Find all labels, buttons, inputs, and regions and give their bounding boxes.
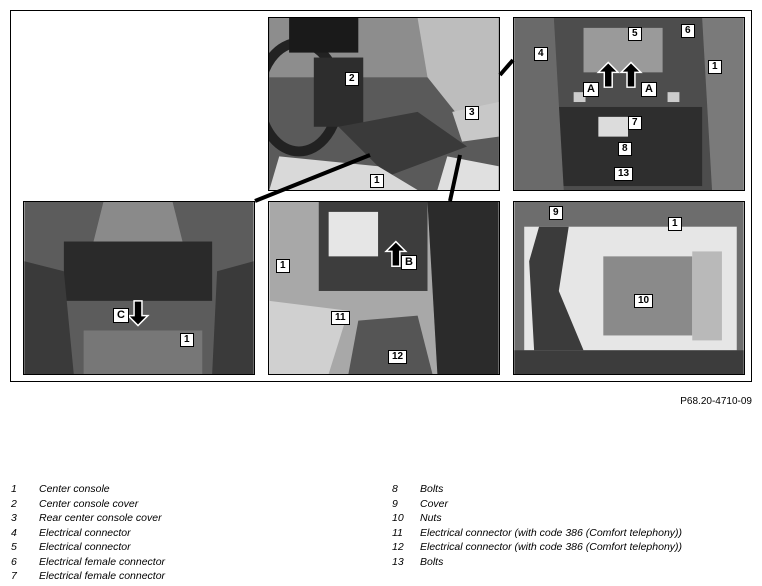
- legend-row: 3 Rear center console cover: [11, 511, 165, 526]
- legend-text: Center console: [39, 483, 110, 495]
- photo-cover-nuts: [513, 201, 745, 375]
- callout-12: 12: [388, 350, 408, 364]
- legend-num: 6: [11, 555, 17, 568]
- callout-3: 3: [465, 106, 479, 120]
- console-open-drawing: [24, 202, 254, 374]
- callout-13: 13: [614, 167, 634, 181]
- legend-num: 12: [392, 541, 404, 553]
- legend-text: Cover: [420, 497, 449, 510]
- legend-text: Bolts: [420, 483, 444, 495]
- legend-row: 13 Bolts: [392, 555, 682, 570]
- legend-row: 2 Center console cover: [11, 497, 165, 512]
- callout-1c: 1: [180, 333, 194, 347]
- legend-row: 1 Center console: [11, 482, 165, 497]
- legend-num: 13: [392, 555, 404, 568]
- callout-1b: 1: [708, 60, 722, 74]
- callout-4: 4: [534, 47, 548, 61]
- legend-num: 10: [392, 512, 404, 524]
- rear-connector-drawing: [269, 202, 499, 374]
- legend-num: 9: [392, 497, 398, 510]
- interior-overview-drawing: [269, 18, 499, 190]
- legend-row: 12 Electrical connector (with code 386 (C…: [392, 540, 682, 555]
- callout-6: 6: [681, 24, 695, 38]
- legend-row: 5 Electrical connector: [11, 540, 165, 555]
- label-c: C: [113, 308, 129, 323]
- photo-console-open: [23, 201, 255, 375]
- legend-text: Rear center console cover: [39, 512, 162, 524]
- cover-nuts-drawing: [514, 202, 744, 374]
- legend-row: 7 Electrical female connector: [11, 569, 165, 584]
- legend-num: 8: [392, 483, 398, 495]
- legend-row: 8 Bolts: [392, 482, 682, 497]
- callout-5: 5: [628, 27, 642, 41]
- legend-text: Electrical connector (with code 386 (Com…: [420, 526, 683, 539]
- callout-8: 8: [618, 142, 632, 156]
- figure-reference: P68.20-4710-09: [680, 396, 752, 407]
- label-a-right: A: [641, 82, 657, 97]
- legend-left: 1 Center console 2 Center console cover 3 R…: [11, 482, 165, 584]
- legend-row: 11 Electrical connector (with code 386 (C…: [392, 526, 682, 541]
- legend-text: Electrical female connector: [39, 570, 166, 582]
- legend-text: Nuts: [420, 512, 442, 524]
- legend-num: 2: [11, 497, 17, 510]
- legend-row: 9 Cover: [392, 497, 682, 512]
- legend-num: 11: [392, 526, 403, 539]
- label-b: B: [401, 255, 417, 270]
- legend-text: Electrical connector (with code 386 (Com…: [420, 541, 683, 553]
- legend-text: Electrical female connector: [39, 555, 166, 568]
- callout-1d: 1: [276, 259, 290, 273]
- legend-row: 4 Electrical connector: [11, 526, 165, 541]
- legend-num: 4: [11, 526, 17, 539]
- callout-9: 9: [549, 206, 563, 220]
- callout-2: 2: [345, 72, 359, 86]
- legend-row: 10 Nuts: [392, 511, 682, 526]
- label-a-left: A: [583, 82, 599, 97]
- photo-interior-overview: [268, 17, 500, 191]
- legend-text: Center console cover: [39, 497, 139, 510]
- callout-7: 7: [628, 116, 642, 130]
- callout-1: 1: [370, 174, 384, 188]
- legend-num: 7: [11, 570, 17, 582]
- legend-num: 5: [11, 541, 17, 553]
- callout-1e: 1: [668, 217, 682, 231]
- legend-text: Bolts: [420, 555, 444, 568]
- callout-11: 11: [331, 311, 350, 325]
- legend-row: 6 Electrical female connector: [11, 555, 165, 570]
- legend-text: Electrical connector: [39, 541, 131, 553]
- legend-num: 1: [11, 483, 17, 495]
- callout-10: 10: [634, 294, 654, 308]
- legend-text: Electrical connector: [39, 526, 131, 539]
- legend-num: 3: [11, 512, 17, 524]
- connectors-drawing: [514, 18, 744, 190]
- photo-connectors: [513, 17, 745, 191]
- photo-rear-connector: [268, 201, 500, 375]
